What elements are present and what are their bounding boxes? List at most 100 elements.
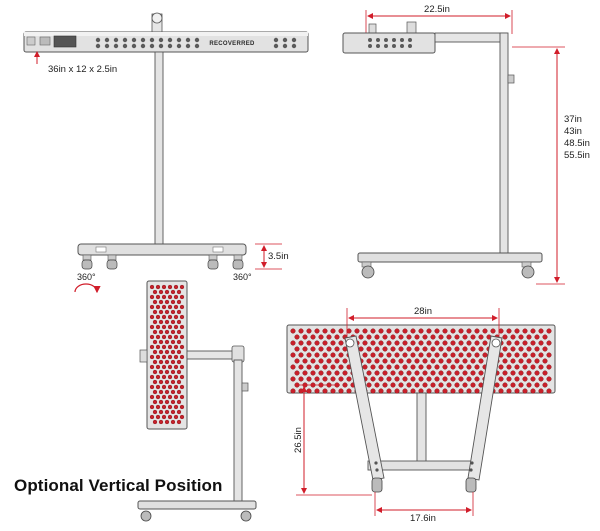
led-dot xyxy=(338,352,344,358)
led-dot xyxy=(176,399,182,405)
brand-logo: RECOVERRED xyxy=(209,41,255,47)
led-dot xyxy=(161,334,167,340)
led-dot xyxy=(179,404,185,410)
led-dot xyxy=(366,346,372,352)
led-dot xyxy=(422,382,428,388)
led-dot xyxy=(510,346,516,352)
led-dot xyxy=(366,382,372,388)
led-dot xyxy=(538,328,544,334)
led-dot xyxy=(158,43,164,49)
led-dot xyxy=(170,309,176,315)
led-dot xyxy=(152,379,158,385)
led-dot xyxy=(161,384,167,390)
led-dot xyxy=(466,352,472,358)
led-dot xyxy=(370,376,376,382)
led-dot xyxy=(167,374,173,380)
front-base xyxy=(77,243,247,256)
led-dot xyxy=(374,358,380,364)
led-dot xyxy=(374,382,380,388)
height-option-4: 55.5in xyxy=(564,150,590,161)
led-dot xyxy=(450,340,456,346)
led-dot xyxy=(179,374,185,380)
led-dot xyxy=(450,388,456,394)
led-dot xyxy=(368,44,372,48)
led-dot xyxy=(446,334,452,340)
led-dot xyxy=(176,319,182,325)
led-dot xyxy=(382,370,388,376)
left-leg xyxy=(344,335,385,481)
led-dot xyxy=(370,340,376,346)
led-dot xyxy=(290,352,296,358)
led-dot xyxy=(318,358,324,364)
led-dot xyxy=(194,37,200,43)
led-dot xyxy=(158,299,164,305)
led-dot xyxy=(306,340,312,346)
led-dot xyxy=(158,289,164,295)
led-dot xyxy=(164,419,170,425)
vertical-view xyxy=(137,280,257,522)
led-dot xyxy=(273,43,279,49)
led-dot xyxy=(538,340,544,346)
led-dot xyxy=(155,334,161,340)
caster-wheel xyxy=(361,261,375,279)
led-dot xyxy=(382,382,388,388)
led-dot xyxy=(506,376,512,382)
led-dot xyxy=(104,37,110,43)
led-dot xyxy=(438,382,444,388)
led-dot xyxy=(470,346,476,352)
led-dot xyxy=(164,359,170,365)
led-dot xyxy=(95,43,101,49)
led-dot xyxy=(161,414,167,420)
led-dot xyxy=(454,370,460,376)
led-dot xyxy=(164,389,170,395)
led-dot xyxy=(164,289,170,295)
led-dot xyxy=(382,346,388,352)
led-dot xyxy=(398,370,404,376)
led-dot xyxy=(518,346,524,352)
led-dot xyxy=(294,358,300,364)
led-dot xyxy=(310,370,316,376)
led-dot xyxy=(318,346,324,352)
led-dot xyxy=(176,299,182,305)
led-dot xyxy=(390,334,396,340)
led-dot xyxy=(442,352,448,358)
led-dot xyxy=(326,358,332,364)
led-dot xyxy=(330,340,336,346)
led-dot xyxy=(518,358,524,364)
led-dot xyxy=(542,382,548,388)
front-view: RECOVERRED 36in x 12 x 2.5in xyxy=(23,12,309,294)
led-dot xyxy=(113,37,119,43)
led-dot xyxy=(376,44,380,48)
led-dot xyxy=(291,37,297,43)
caster-wheel xyxy=(140,510,152,522)
led-dot xyxy=(170,339,176,345)
led-dot xyxy=(490,328,496,334)
led-dot xyxy=(510,334,516,340)
caster-wheel xyxy=(81,254,93,270)
led-dot xyxy=(167,314,173,320)
led-dot xyxy=(322,388,328,394)
led-dot xyxy=(167,404,173,410)
led-dot xyxy=(458,328,464,334)
led-dot xyxy=(538,352,544,358)
led-dot xyxy=(294,346,300,352)
led-dot xyxy=(158,329,164,335)
led-dot xyxy=(290,328,296,334)
led-dot xyxy=(394,364,400,370)
base-width-label: 17.6in xyxy=(410,513,436,524)
led-dot xyxy=(546,328,552,334)
led-dot xyxy=(282,43,288,49)
caster-wheel xyxy=(371,477,383,493)
led-dot xyxy=(530,364,536,370)
led-dot xyxy=(466,376,472,382)
led-dot xyxy=(402,328,408,334)
led-dot xyxy=(430,346,436,352)
led-dot xyxy=(478,334,484,340)
led-dot xyxy=(176,389,182,395)
led-dot xyxy=(161,374,167,380)
led-dot xyxy=(414,382,420,388)
side-pole xyxy=(499,32,509,259)
led-dot xyxy=(149,314,155,320)
led-dot xyxy=(155,314,161,320)
led-dot xyxy=(330,376,336,382)
